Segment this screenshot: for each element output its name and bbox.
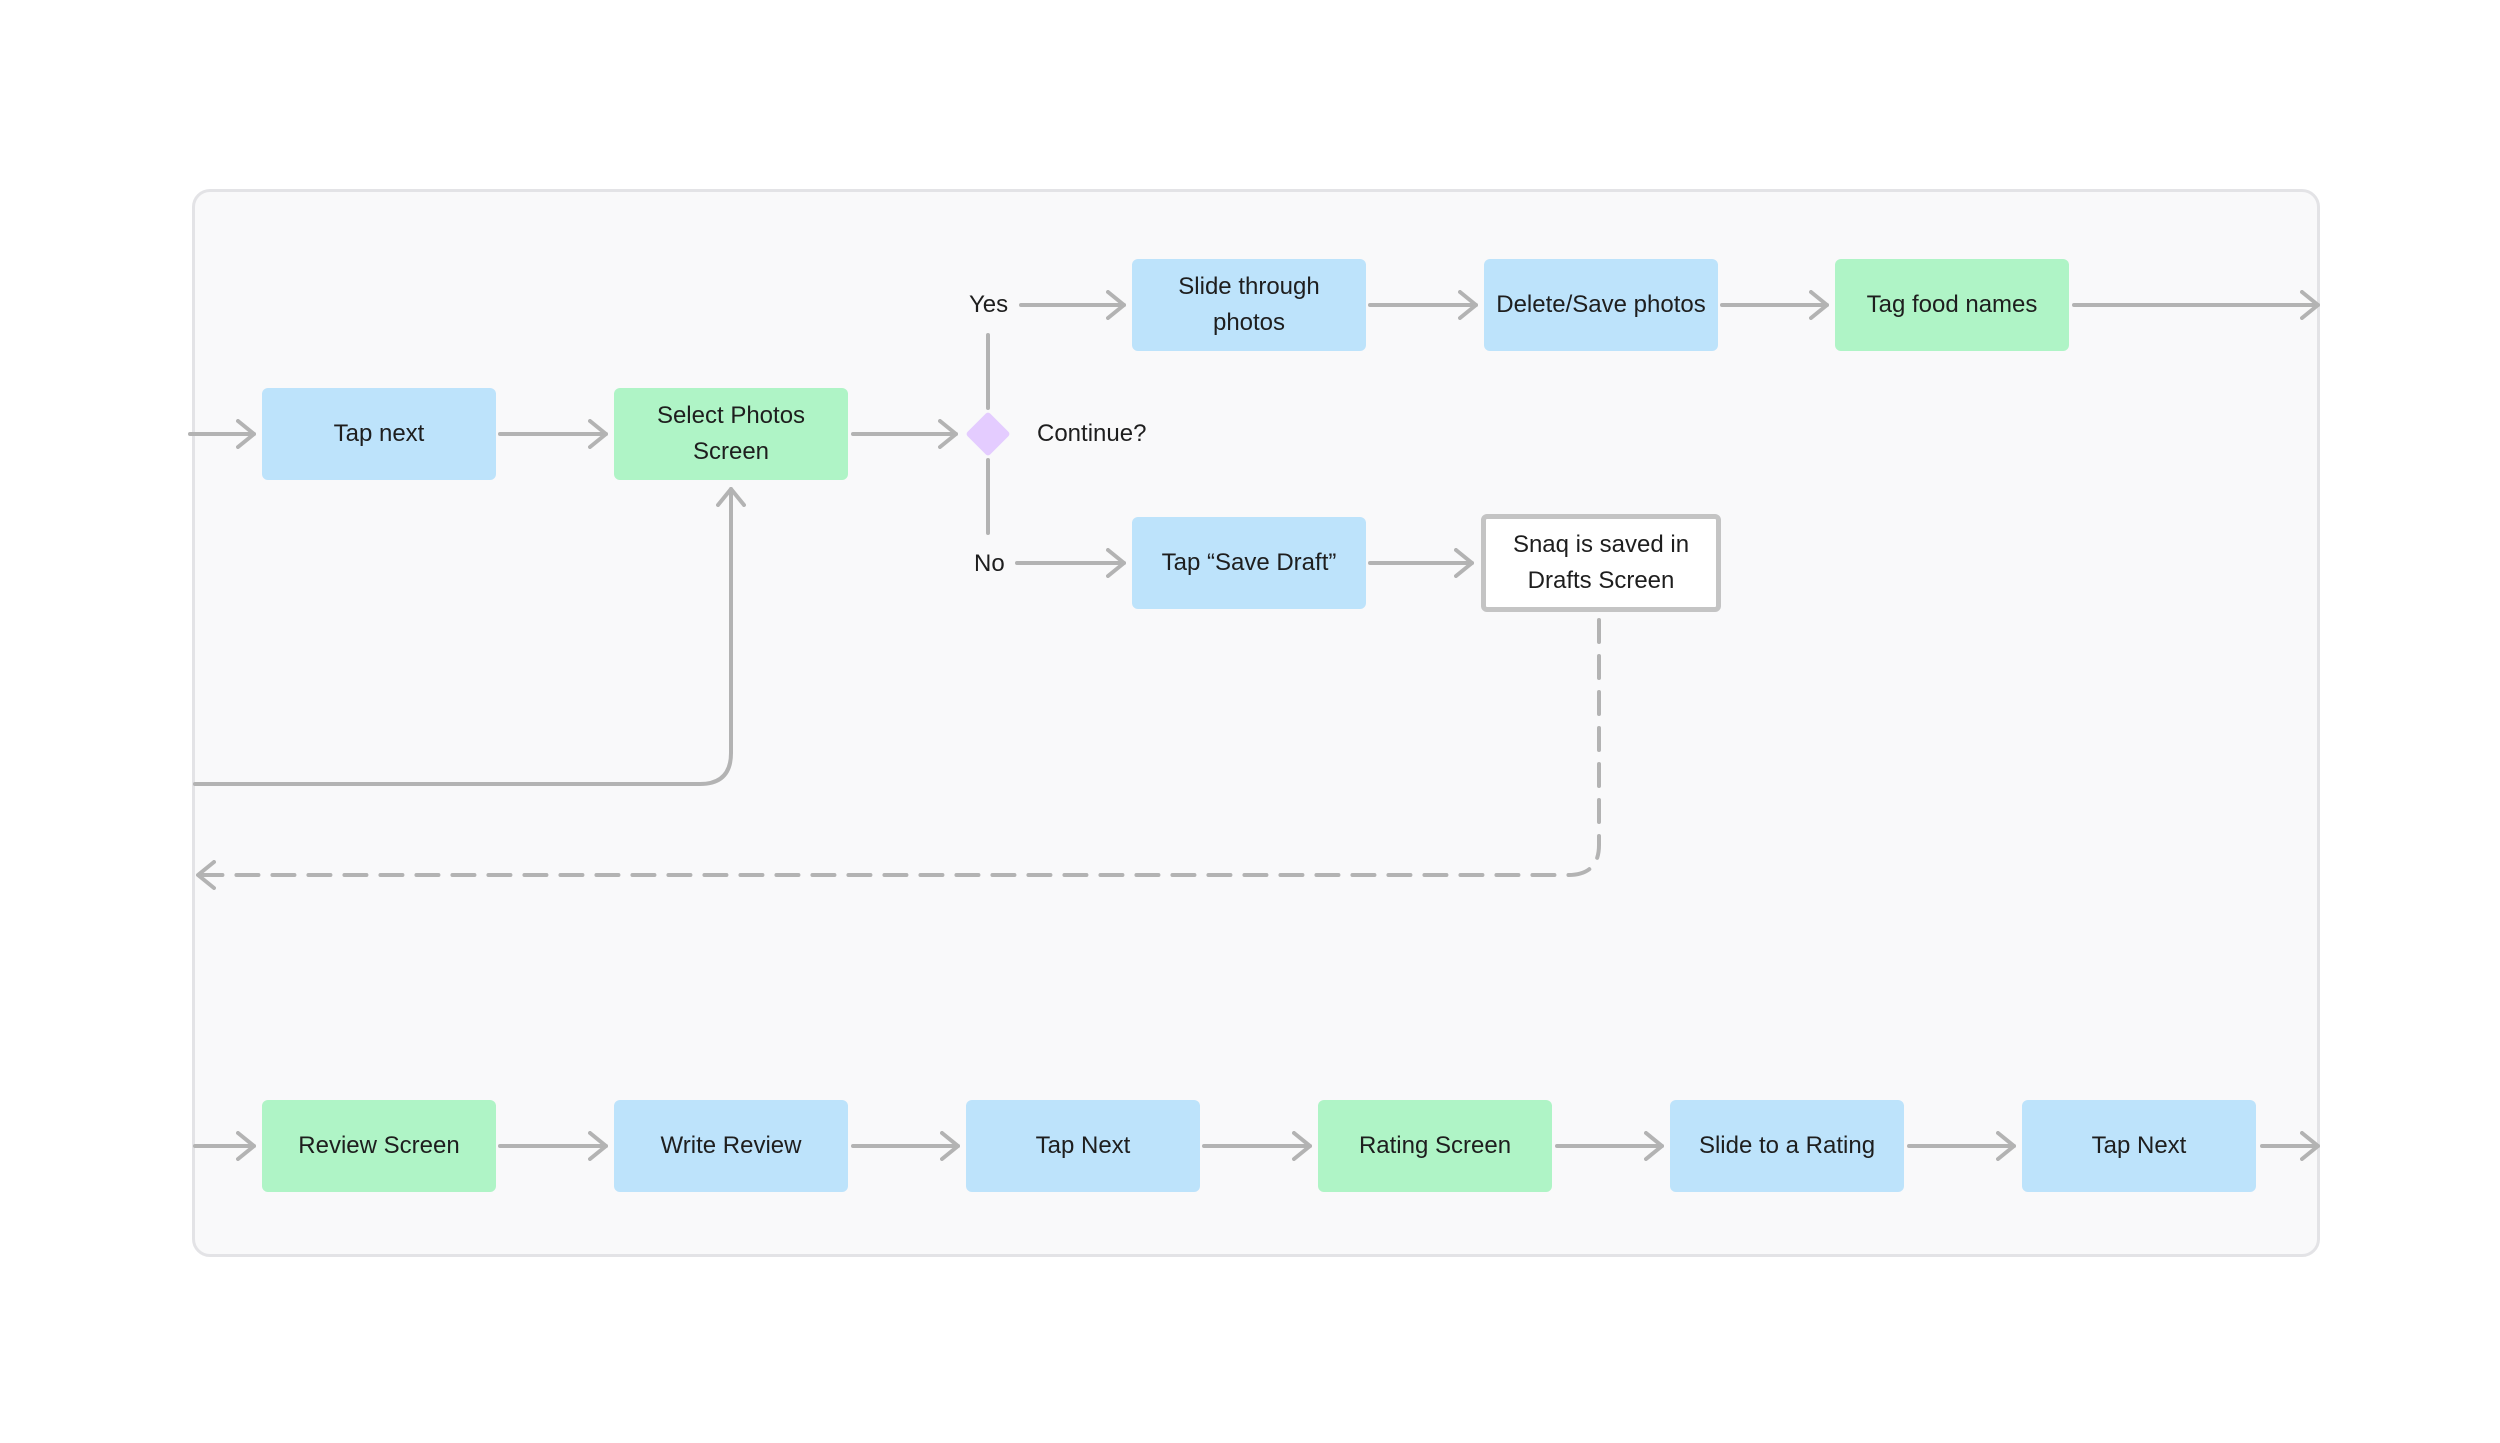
write-review-node: Write Review — [614, 1100, 848, 1192]
slide-through-photos-node: Slide through photos — [1132, 259, 1366, 351]
flow-frame — [192, 189, 2320, 1257]
decision-question-label: Continue? — [1037, 420, 1147, 447]
tag-food-names-node: Tag food names — [1835, 259, 2069, 351]
drafts-saved-node: Snaq is saved in Drafts Screen — [1481, 514, 1721, 612]
tap-next-node: Tap next — [262, 388, 496, 480]
select-photos-screen-node: Select Photos Screen — [614, 388, 848, 480]
rating-screen-node: Rating Screen — [1318, 1100, 1552, 1192]
arrow-drafts-dashed-return — [196, 618, 1601, 890]
decision-yes-label: Yes — [969, 291, 1009, 318]
tap-save-draft-node: Tap “Save Draft” — [1132, 517, 1366, 609]
arrow-loop-to-select-photos — [193, 487, 746, 786]
review-screen-node: Review Screen — [262, 1100, 496, 1192]
tap-next-node: Tap Next — [2022, 1100, 2256, 1192]
tap-next-node: Tap Next — [966, 1100, 1200, 1192]
decision-no-label: No — [974, 550, 1005, 577]
slide-to-rating-node: Slide to a Rating — [1670, 1100, 1904, 1192]
delete-save-photos-node: Delete/Save photos — [1484, 259, 1718, 351]
